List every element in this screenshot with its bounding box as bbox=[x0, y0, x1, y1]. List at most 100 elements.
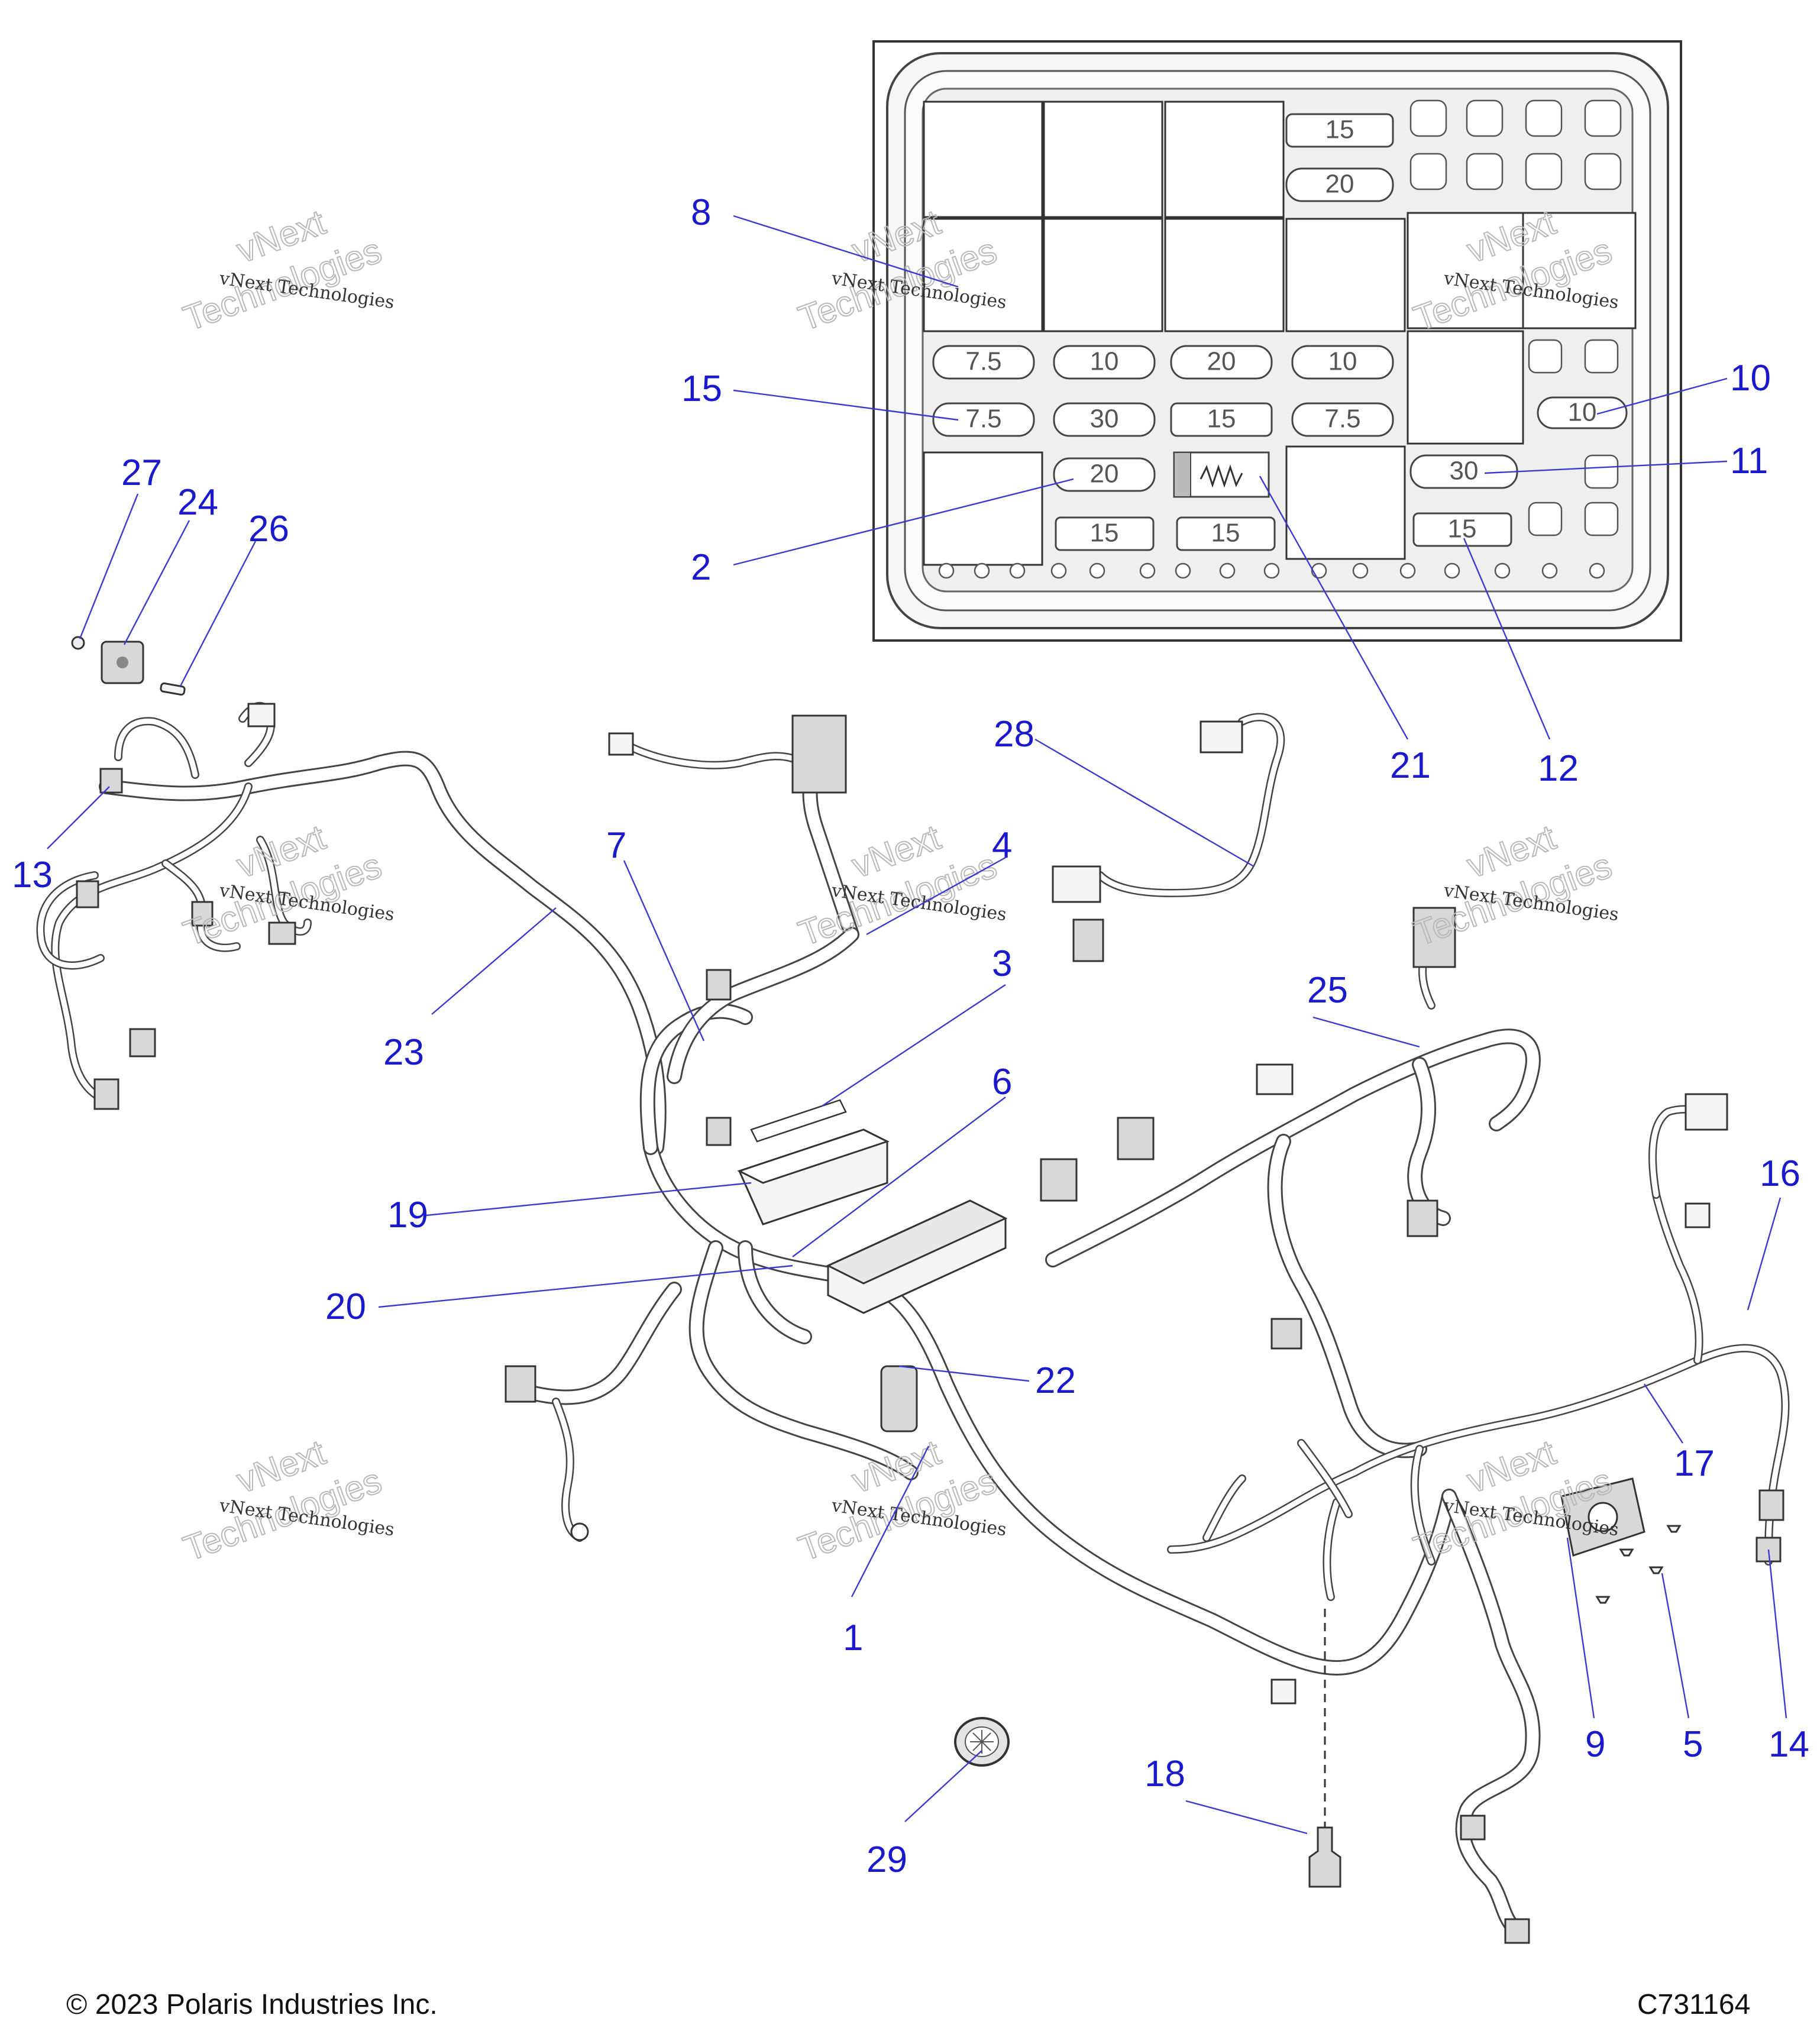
fuses: 15 20 7.5 10 20 10 bbox=[932, 113, 1628, 551]
connector bbox=[247, 703, 276, 727]
callout-14: 14 bbox=[1768, 1724, 1809, 1765]
connector bbox=[1270, 1678, 1297, 1705]
relay bbox=[1043, 101, 1163, 218]
callout-numbers: 8 15 2 10 11 21 12 27 24 26 13 28 7 4 23… bbox=[12, 192, 1809, 1880]
watermark: vNext Technologies vNext Technologies bbox=[178, 202, 396, 339]
fuse-rating: 7.5 bbox=[965, 347, 1001, 376]
callout-29: 29 bbox=[867, 1839, 907, 1880]
connector bbox=[129, 1028, 156, 1057]
callout-25: 25 bbox=[1307, 970, 1348, 1011]
fuse-slot bbox=[1409, 99, 1447, 137]
connector bbox=[76, 880, 99, 908]
connector bbox=[1685, 1093, 1728, 1131]
circuit-breaker bbox=[1173, 451, 1270, 498]
fuse: 7.5 bbox=[932, 402, 1035, 437]
callout-16: 16 bbox=[1760, 1153, 1800, 1194]
callout-1: 1 bbox=[843, 1618, 863, 1658]
leader-lines bbox=[47, 215, 1787, 1835]
plug bbox=[1308, 1826, 1341, 1888]
callout-13: 13 bbox=[12, 855, 53, 895]
connector bbox=[1407, 1199, 1438, 1237]
connector bbox=[1040, 1158, 1078, 1202]
fuse-rating: 10 bbox=[1328, 347, 1357, 376]
fuse-slot bbox=[1525, 99, 1563, 137]
screw bbox=[1619, 1548, 1634, 1557]
callout-22: 22 bbox=[1035, 1360, 1076, 1401]
callout-26: 26 bbox=[248, 509, 289, 549]
connector bbox=[268, 921, 296, 945]
callout-10: 10 bbox=[1730, 358, 1771, 399]
relay bbox=[1043, 218, 1163, 332]
fuse-rating: 20 bbox=[1090, 460, 1119, 489]
relay bbox=[1285, 218, 1406, 332]
screw bbox=[160, 682, 186, 696]
bottom-tabs bbox=[938, 562, 1605, 579]
callout-20: 20 bbox=[325, 1286, 366, 1327]
callout-2: 2 bbox=[691, 547, 711, 588]
connector bbox=[1052, 865, 1101, 903]
washer bbox=[71, 636, 85, 650]
fuse: 7.5 bbox=[932, 345, 1035, 380]
connector bbox=[608, 732, 634, 756]
connector bbox=[1270, 1318, 1302, 1350]
fuse-slot bbox=[1584, 454, 1619, 489]
fuse: 30 bbox=[1409, 454, 1518, 489]
relay bbox=[1407, 212, 1527, 329]
fuse-slot bbox=[1528, 502, 1563, 536]
fuse-slots bbox=[1409, 99, 1622, 536]
relay bbox=[1164, 101, 1285, 218]
fuse-rating: 15 bbox=[1325, 115, 1354, 144]
callout-24: 24 bbox=[177, 482, 218, 523]
screw bbox=[1595, 1596, 1611, 1604]
callout-21: 21 bbox=[1390, 745, 1431, 786]
callout-11: 11 bbox=[1730, 441, 1768, 481]
fuse-rating: 15 bbox=[1207, 405, 1236, 434]
connector bbox=[1072, 918, 1104, 962]
callout-17: 17 bbox=[1674, 1443, 1715, 1484]
callout-7: 7 bbox=[606, 825, 626, 866]
connector bbox=[191, 901, 214, 927]
fuse: 10 bbox=[1537, 396, 1628, 429]
callout-12: 12 bbox=[1538, 748, 1579, 789]
fuse-slot bbox=[1466, 153, 1504, 190]
callout-6: 6 bbox=[992, 1062, 1012, 1102]
relay bbox=[1407, 330, 1524, 445]
fuse-slot bbox=[1466, 99, 1504, 137]
connector bbox=[99, 768, 123, 794]
fuse-box-inset: 15 20 7.5 10 20 10 bbox=[872, 40, 1682, 642]
callout-4: 4 bbox=[992, 825, 1012, 866]
connector bbox=[1117, 1117, 1155, 1160]
fuse-rating: 30 bbox=[1090, 405, 1119, 434]
connector bbox=[706, 1117, 732, 1146]
fuse-rating: 15 bbox=[1090, 519, 1119, 548]
fuse: 15 bbox=[1055, 516, 1155, 551]
connector bbox=[1256, 1063, 1294, 1095]
relay bbox=[923, 101, 1043, 218]
round-grommet-cross bbox=[970, 1730, 994, 1754]
fuse-rating: 7.5 bbox=[1324, 405, 1360, 434]
relay-grid bbox=[923, 101, 1637, 566]
fuse-rating: 10 bbox=[1090, 347, 1119, 376]
connector bbox=[1685, 1202, 1711, 1228]
fuse-rating: 7.5 bbox=[965, 405, 1001, 434]
mounting-plate-hole bbox=[1588, 1502, 1618, 1532]
screws bbox=[1595, 1525, 1682, 1604]
connector bbox=[1200, 720, 1243, 753]
callout-19: 19 bbox=[387, 1195, 428, 1236]
relay bbox=[923, 218, 1043, 332]
boot bbox=[880, 1365, 918, 1432]
fuse: 15 bbox=[1285, 113, 1394, 148]
grommet-hole bbox=[117, 656, 128, 668]
fuse: 20 bbox=[1285, 167, 1394, 202]
fuse-rating: 15 bbox=[1448, 515, 1477, 544]
fuse-rating: 30 bbox=[1450, 457, 1479, 486]
relay bbox=[1285, 445, 1406, 560]
callout-15: 15 bbox=[681, 368, 722, 409]
drawing-code: C731164 bbox=[1637, 1989, 1751, 2020]
ring-terminal bbox=[570, 1522, 589, 1541]
fuse: 10 bbox=[1053, 345, 1156, 380]
fuse-rating: 10 bbox=[1568, 398, 1597, 427]
fuse-rating: 20 bbox=[1207, 347, 1236, 376]
fuse-slot bbox=[1584, 502, 1619, 536]
